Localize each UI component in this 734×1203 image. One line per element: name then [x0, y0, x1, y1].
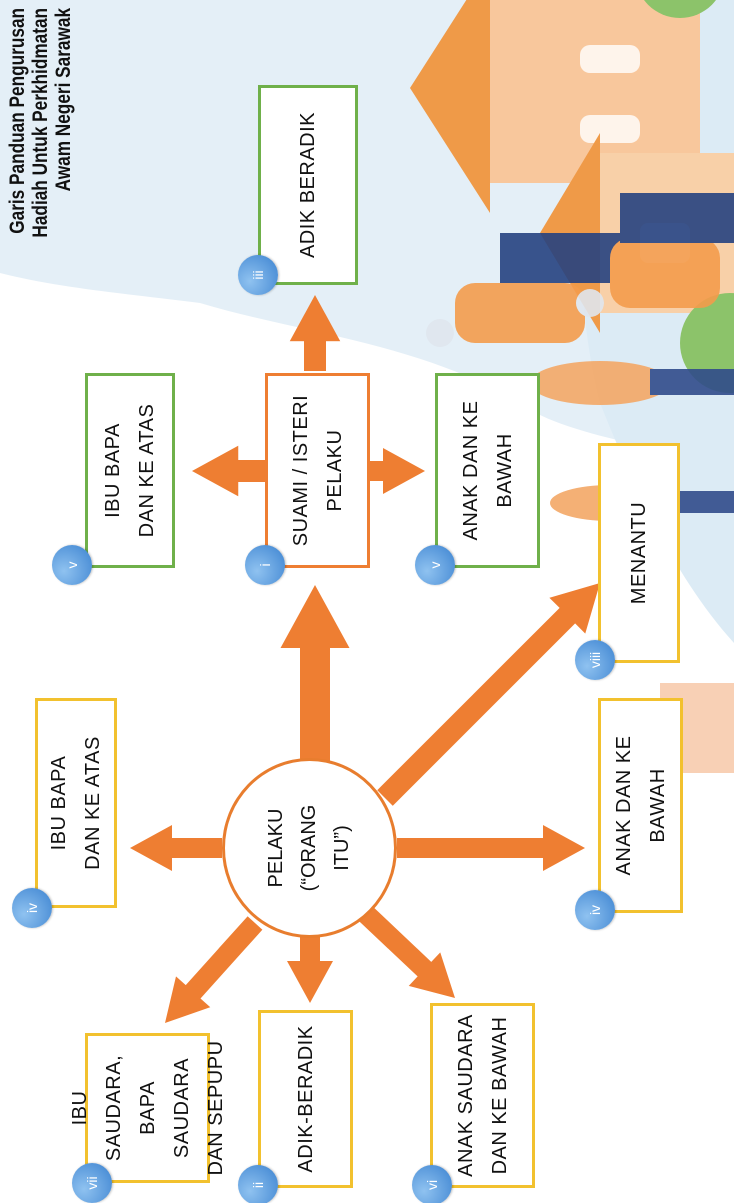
- badge-viii: viii: [575, 640, 615, 680]
- box-adik-beradik-2: ADIK BERADIK: [258, 85, 358, 285]
- badge-i: i: [245, 545, 285, 585]
- badge-iv-1: iv: [12, 888, 52, 928]
- arrow-to-anak-ke-bawah-1: [397, 825, 585, 871]
- box-adik-beradik: ADIK-BERADIK: [258, 1010, 353, 1188]
- document-title: Garis Panduan Pengurusan Hadiah Untuk Pe…: [6, 8, 75, 238]
- badge-ii: ii: [238, 1165, 278, 1203]
- badge-vii: vii: [72, 1163, 112, 1203]
- box-ibu-bapa-atas-2: IBU BAPA DAN KE ATAS: [85, 373, 175, 568]
- arrow-to-anak-saudara: [358, 905, 455, 998]
- box-anak-ke-bawah-2: ANAK DAN KE BAWAH: [435, 373, 540, 568]
- arrow-to-ibu-bapa-atas-2: [192, 445, 265, 497]
- arrow-to-anak-ke-bawah-2: [370, 448, 425, 494]
- arrow-to-ibu-saudara: [165, 916, 263, 1023]
- people-illustration: [426, 193, 734, 773]
- box-anak-saudara: ANAK SAUDARA DAN KE BAWAH: [430, 1003, 535, 1188]
- box-ibu-saudara: IBU SAUDARA, BAPA SAUDARA DAN SEPUPU: [69, 1033, 227, 1183]
- box-ibu-bapa-atas-1: IBU BAPA DAN KE ATAS: [35, 698, 117, 908]
- arrow-to-adik-beradik-2: [289, 295, 341, 371]
- box-menantu: MENANTU: [598, 443, 680, 663]
- box-suami-isteri: SUAMI / ISTERI PELAKU: [265, 373, 370, 568]
- badge-iii: iii: [238, 255, 278, 295]
- arrow-to-ibu-bapa-atas-1: [130, 825, 222, 871]
- box-anak-ke-bawah-1: ANAK DAN KE BAWAH: [598, 698, 683, 913]
- badge-v-1: v: [52, 545, 92, 585]
- badge-v-2: v: [415, 545, 455, 585]
- badge-iv-2: iv: [575, 890, 615, 930]
- arrow-to-adik-beradik: [287, 921, 333, 1003]
- arrow-to-suami-isteri: [280, 585, 350, 773]
- center-node-pelaku: PELAKU (“ORANG ITU”): [222, 758, 397, 938]
- badge-vi: vi: [412, 1165, 452, 1203]
- arrow-to-menantu: [377, 583, 600, 806]
